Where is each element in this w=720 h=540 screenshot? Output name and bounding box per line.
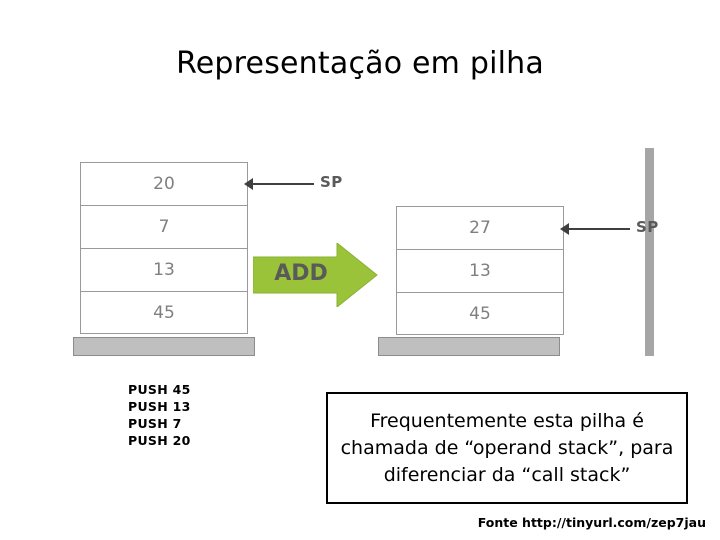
left-stack-base (73, 337, 255, 356)
stack-diagram: 20 7 13 45 SP ADD 27 13 45 SP (48, 140, 672, 375)
left-sp-arrow-line (252, 183, 314, 185)
page-title: Representação em pilha (176, 46, 544, 81)
stack-cell: 27 (396, 206, 564, 249)
stack-cell: 45 (396, 292, 564, 335)
push-sequence-line: PUSH 20 (128, 433, 191, 448)
callout-box: Frequentemente esta pilha é chamada de “… (326, 392, 688, 504)
right-sp-arrow-head (560, 223, 569, 235)
right-stack: 27 13 45 (396, 206, 564, 335)
left-sp-label: SP (320, 173, 343, 191)
stack-cell: 13 (396, 249, 564, 292)
push-sequence-line: PUSH 13 (128, 399, 191, 414)
push-sequence-list: PUSH 45 PUSH 13 PUSH 7 PUSH 20 (128, 381, 191, 449)
push-sequence-line: PUSH 45 (128, 382, 191, 397)
add-arrow-shape (252, 241, 378, 309)
callout-text: Frequentemente esta pilha é chamada de “… (340, 409, 674, 486)
source-credit: Fonte http://tinyurl.com/zep7jau (477, 515, 706, 530)
left-stack: 20 7 13 45 (80, 162, 248, 334)
right-stack-base (378, 337, 560, 356)
push-sequence-line: PUSH 7 (128, 416, 182, 431)
right-sp-arrow-line (568, 228, 630, 230)
stack-cell: 7 (80, 205, 248, 248)
add-operation-label: ADD (274, 261, 328, 286)
right-sp-label: SP (636, 218, 659, 236)
stack-cell: 45 (80, 291, 248, 334)
stack-cell: 20 (80, 162, 248, 205)
left-sp-arrow-head (244, 178, 253, 190)
image-right-band (645, 148, 654, 356)
add-operation-arrow: ADD (252, 241, 381, 309)
stack-cell: 13 (80, 248, 248, 291)
